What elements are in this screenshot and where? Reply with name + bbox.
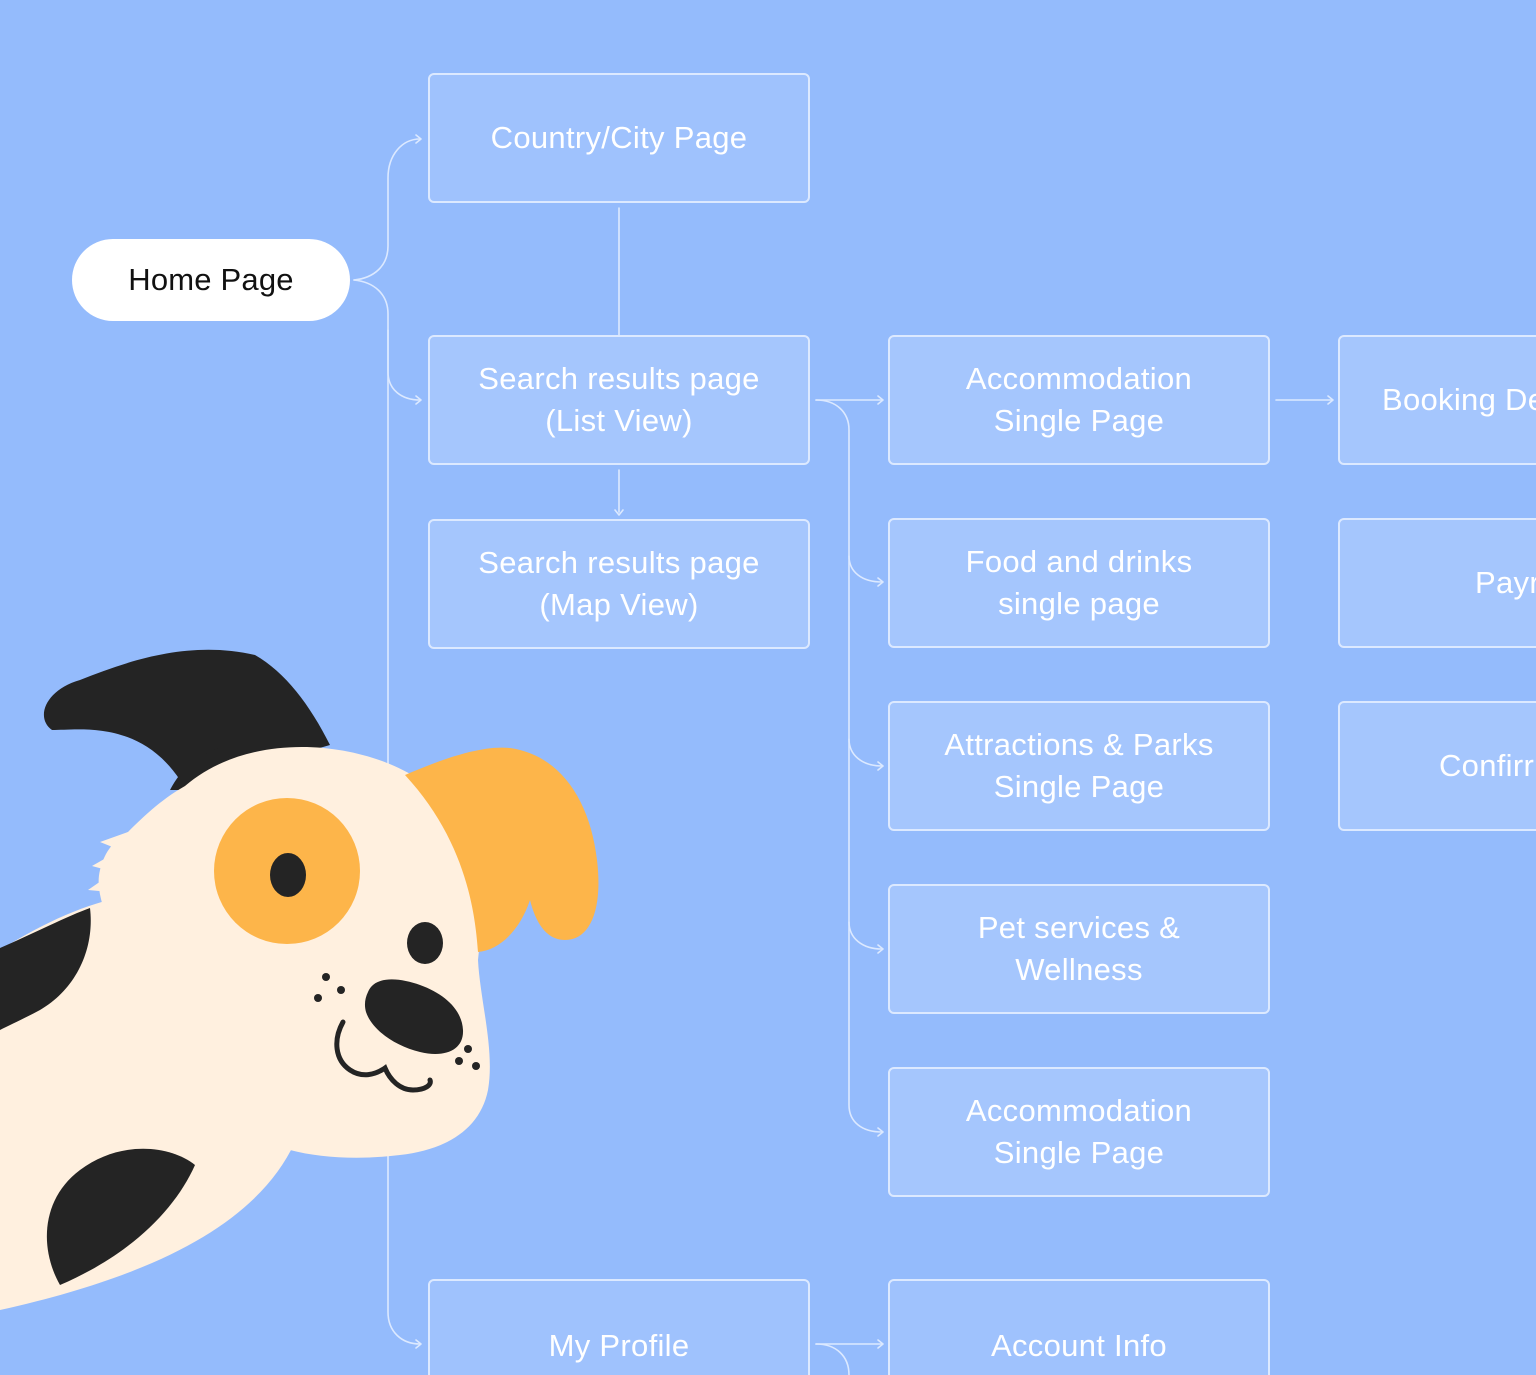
node-my-profile[interactable]: My Profile [428,1279,810,1375]
home-page-node[interactable]: Home Page [72,239,350,321]
node-attractions-parks[interactable]: Attractions & Parks Single Page [888,701,1270,831]
node-food-drinks[interactable]: Food and drinks single page [888,518,1270,648]
node-payment[interactable]: Payr [1338,518,1536,648]
node-account-info[interactable]: Account Info [888,1279,1270,1375]
node-pet-services[interactable]: Pet services & Wellness [888,884,1270,1014]
node-accommodation-2[interactable]: Accommodation Single Page [888,1067,1270,1197]
node-search-map[interactable]: Search results page (Map View) [428,519,810,649]
node-country-city[interactable]: Country/City Page [428,73,810,203]
node-confirmation[interactable]: Confirr [1338,701,1536,831]
node-accommodation[interactable]: Accommodation Single Page [888,335,1270,465]
node-search-list[interactable]: Search results page (List View) [428,335,810,465]
node-booking-details[interactable]: Booking De [1338,335,1536,465]
